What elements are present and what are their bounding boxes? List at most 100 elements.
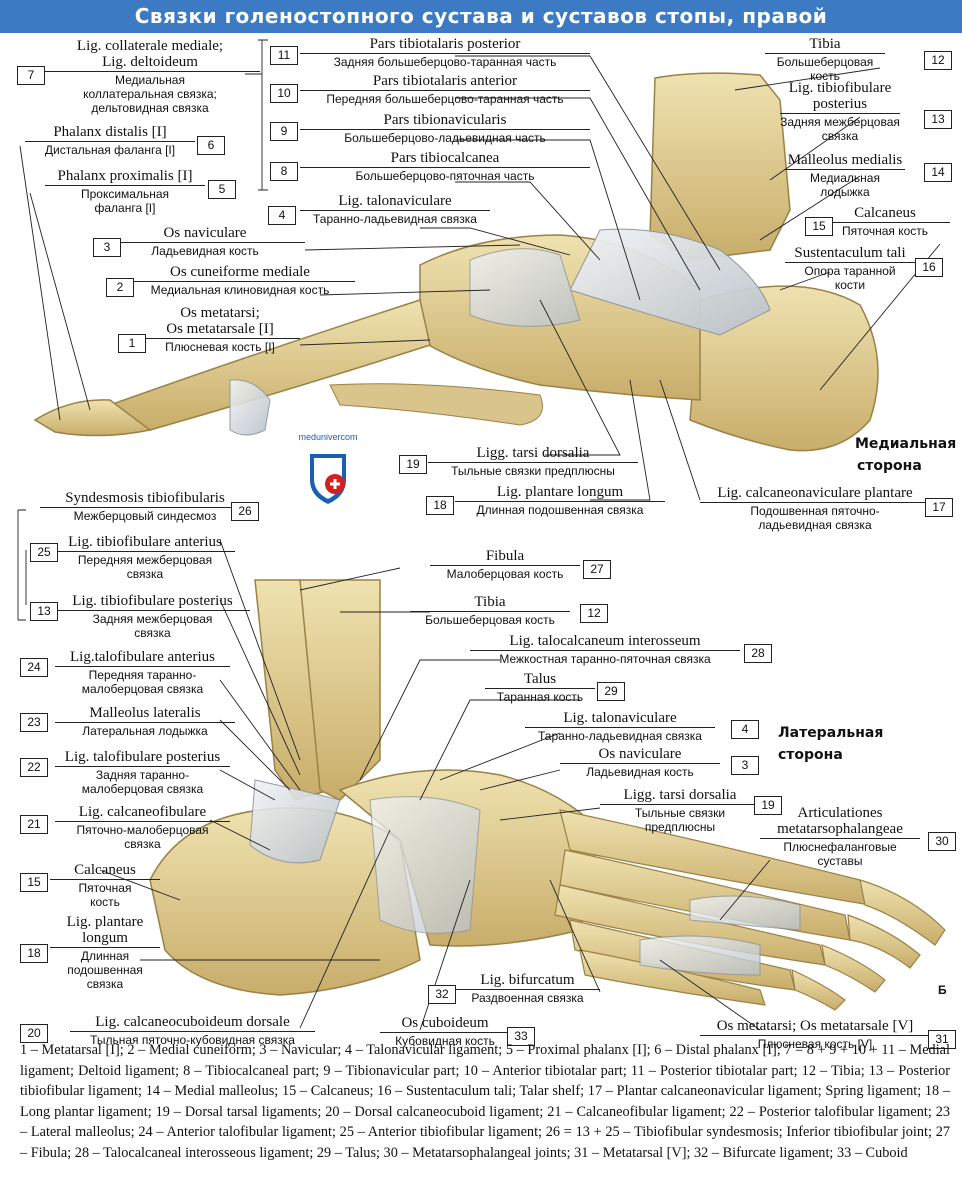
label-divider xyxy=(700,1035,930,1036)
label-divider xyxy=(780,113,900,114)
label-divider xyxy=(428,462,638,463)
latin-term: Tibia xyxy=(809,36,841,52)
russian-term: Ладьевидная кость xyxy=(586,765,694,779)
label-divider xyxy=(50,947,160,948)
latin-term: Talus xyxy=(523,671,557,687)
russian-term: Длинная подошвенная связка xyxy=(476,503,644,517)
russian-term: Пяточная кость xyxy=(841,224,929,238)
label-number-box: 12 xyxy=(580,604,608,623)
label-divider xyxy=(45,185,205,186)
latin-term: Calcaneus xyxy=(74,862,136,878)
latin-term: Tibia xyxy=(474,594,506,610)
label-divider xyxy=(380,1032,510,1033)
label-number-box: 2 xyxy=(106,278,134,297)
label-divider xyxy=(50,879,160,880)
label-number-box: 4 xyxy=(731,720,759,739)
shield-icon xyxy=(310,454,346,504)
label-divider xyxy=(70,1031,315,1032)
label-number-box: 16 xyxy=(915,258,943,277)
label-number-box: 3 xyxy=(731,756,759,775)
label-divider xyxy=(300,167,590,168)
label-divider xyxy=(785,169,905,170)
label-number-box: 32 xyxy=(428,985,456,1004)
russian-term: Задняя большеберцово-таранная часть xyxy=(333,55,557,69)
site-logo: medunivercom xyxy=(288,432,368,508)
latin-term: Os naviculare xyxy=(598,746,682,762)
russian-term: Большеберцово-ладьевидная часть xyxy=(344,131,546,145)
latin-term: Lig. calcaneocuboideum dorsale xyxy=(95,1014,290,1030)
latin-term: Lig. bifurcatum xyxy=(480,972,575,988)
latin-term: Lig. tibiofibulare posterius xyxy=(788,80,892,112)
russian-term: Медиальная коллатеральная связка; дельто… xyxy=(83,73,217,115)
label-divider xyxy=(410,611,570,612)
russian-term: Медиальная лодыжка xyxy=(810,171,880,199)
latin-term: Lig. calcaneofibulare xyxy=(78,804,207,820)
label-number-box: 24 xyxy=(20,658,48,677)
label-number-box: 28 xyxy=(744,644,772,663)
russian-term: Межкостная таранно-пяточная связка xyxy=(499,652,711,666)
label-number-box: 10 xyxy=(270,84,298,103)
latin-term: Pars tibiotalaris posterior xyxy=(369,36,521,52)
label-divider xyxy=(600,804,760,805)
label-divider xyxy=(40,71,260,72)
russian-term: Ладьевидная кость xyxy=(151,244,259,258)
label-number-box: 31 xyxy=(928,1030,956,1049)
label-number-box: 11 xyxy=(270,46,298,65)
russian-term: Тыльные связки предплюсны xyxy=(634,806,726,834)
latin-term: Calcaneus xyxy=(854,205,916,221)
russian-term: Большеберцово-пяточная часть xyxy=(355,169,535,183)
lateral-side-label: Латеральная сторона xyxy=(778,722,883,766)
russian-term: Тыльная пяточно-кубовидная связка xyxy=(90,1033,295,1047)
russian-term: Плюсневая кость [V] xyxy=(757,1037,873,1051)
latin-term: Syndesmosis tibiofibularis xyxy=(65,490,225,506)
russian-term: Дистальная фаланга [I] xyxy=(44,143,176,157)
label-number-box: 18 xyxy=(20,944,48,963)
label-number-box: 15 xyxy=(805,217,833,236)
russian-term: Передняя межберцовая связка xyxy=(77,553,213,581)
latin-term: Pars tibiocalcanea xyxy=(390,150,500,166)
label-number-box: 1 xyxy=(118,334,146,353)
label-number-box: 21 xyxy=(20,815,48,834)
latin-term: Phalanx proximalis [I] xyxy=(57,168,193,184)
label-divider xyxy=(300,90,590,91)
label-number-box: 29 xyxy=(597,682,625,701)
label-number-box: 8 xyxy=(270,162,298,181)
label-divider xyxy=(140,338,300,339)
russian-term: Кубовидная кость xyxy=(395,1034,495,1048)
latin-term: Ligg. tarsi dorsalia xyxy=(623,787,737,803)
label-number-box: 17 xyxy=(925,498,953,517)
page-title: Связки голеностопного сустава и суставов… xyxy=(0,0,962,33)
label-number-box: 27 xyxy=(583,560,611,579)
label-l5: Phalanx proximalis [I]Проксимальная фала… xyxy=(45,168,205,215)
medial-side-label: Медиальная сторона xyxy=(855,433,956,477)
label-divider xyxy=(300,129,590,130)
label-divider xyxy=(300,53,590,54)
russian-term: Передняя таранно- малоберцовая связка xyxy=(81,668,204,696)
latin-term: Ligg. tarsi dorsalia xyxy=(476,445,590,461)
latin-term: Os metatarsi; Os metatarsale [I] xyxy=(166,305,274,337)
latin-term: Lig. talofibulare posterius xyxy=(64,749,221,765)
label-divider xyxy=(25,141,195,142)
russian-term: Опора таранной кости xyxy=(804,264,896,292)
latin-term: Os cuneiforme mediale xyxy=(170,264,310,280)
russian-term: Таранная кость xyxy=(496,690,584,704)
russian-term: Пяточная кость xyxy=(78,881,132,909)
logo-text: medunivercom xyxy=(298,432,358,442)
label-number-box: 12 xyxy=(924,51,952,70)
label-number-box: 15 xyxy=(20,873,48,892)
